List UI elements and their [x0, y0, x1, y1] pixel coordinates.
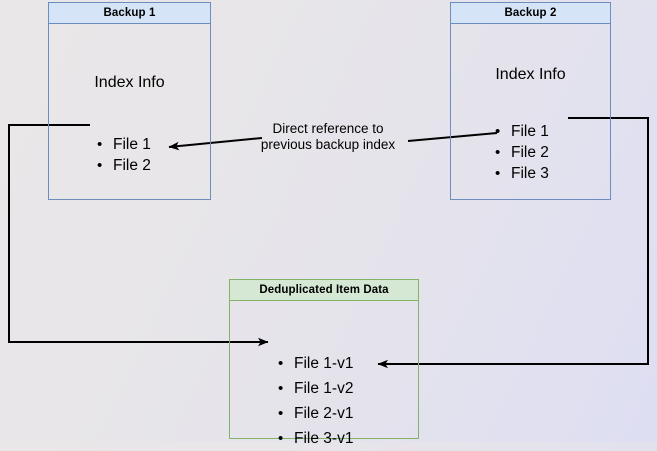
node-backup-2[interactable]: Backup 2 Index Info File 1 File 2 File 3 — [450, 2, 611, 200]
node-deduplicated-item-data-body: File 1-v1 File 1-v2 File 2-v1 File 3-v1 — [229, 301, 419, 451]
node-backup-1[interactable]: Backup 1 Index Info File 1 File 2 — [48, 2, 211, 200]
node-deduplicated-file-list: File 1-v1 File 1-v2 File 2-v1 File 3-v1 — [278, 351, 353, 451]
node-backup-2-file-list: File 1 File 2 File 3 — [495, 121, 549, 184]
node-backup-1-title: Index Info — [94, 74, 165, 91]
node-backup-1-body: Index Info File 1 File 2 — [48, 24, 211, 200]
node-backup-1-file-list: File 1 File 2 — [97, 134, 151, 176]
list-item: File 3 — [495, 163, 549, 184]
node-backup-2-header: Backup 2 — [450, 2, 611, 24]
list-item: File 1 — [495, 121, 549, 142]
node-backup-2-body: Index Info File 1 File 2 File 3 — [450, 24, 611, 200]
node-backup-1-header: Backup 1 — [48, 2, 211, 24]
edge-label-direct-reference: Direct reference to previous backup inde… — [260, 121, 396, 152]
list-item: File 1-v2 — [278, 376, 353, 401]
node-backup-2-title: Index Info — [495, 66, 566, 83]
node-deduplicated-item-data-header: Deduplicated Item Data — [229, 279, 419, 301]
list-item: File 2 — [495, 142, 549, 163]
list-item: File 2-v1 — [278, 401, 353, 426]
list-item: File 1 — [97, 134, 151, 155]
list-item: File 1-v1 — [278, 351, 353, 376]
node-deduplicated-item-data[interactable]: Deduplicated Item Data File 1-v1 File 1-… — [229, 279, 419, 451]
list-item: File 2 — [97, 155, 151, 176]
list-item: File 3-v1 — [278, 426, 353, 451]
